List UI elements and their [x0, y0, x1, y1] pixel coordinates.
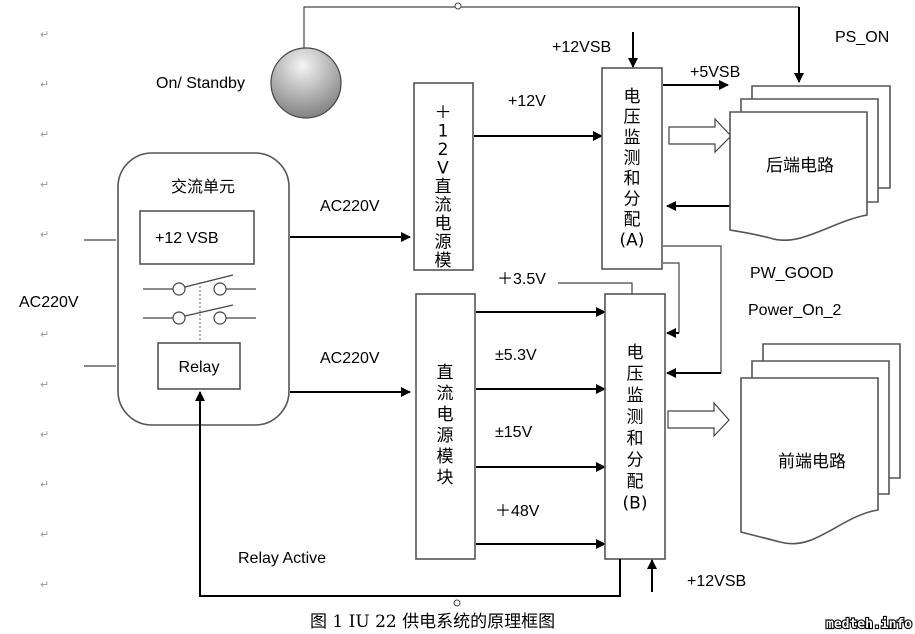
frontend-label: 前端电路 [778, 452, 846, 472]
relay-active-arrow [195, 391, 621, 597]
vsb-top-label: +12VSB [552, 39, 611, 56]
vertical-label-char: 和 [627, 429, 644, 449]
v5-3-label: ±5.3V [495, 347, 537, 364]
pw-good-line [663, 262, 680, 333]
vertical-label-char: 电 [627, 343, 644, 363]
vertical-label-char: 源 [435, 233, 452, 253]
on-standby-label: On/ Standby [156, 75, 245, 92]
vertical-label-char: 测 [624, 149, 641, 169]
psu-dc-module [415, 293, 476, 560]
vertical-label-char: 压 [624, 108, 641, 128]
vertical-label-char: 监 [624, 128, 641, 148]
ac-unit: 交流单元 +12 VSB Relay [117, 152, 290, 426]
v15-label: ±15V [495, 424, 533, 441]
paragraph-mark: ↵ [40, 478, 49, 491]
backend-label: 后端电路 [766, 156, 834, 176]
vertical-label-char: 直 [435, 177, 452, 197]
paragraph-mark: ↵ [40, 178, 49, 191]
vertical-label-char: 测 [627, 408, 644, 428]
on-standby-button[interactable] [270, 47, 342, 119]
bus-arrow-b-icon [667, 401, 730, 438]
v48-label: ＋48V [495, 503, 540, 520]
ps-on-line [303, 6, 799, 48]
vertical-label-char: 和 [624, 169, 641, 189]
v3-5-label: ＋3.5V [497, 271, 546, 288]
relay-label: Relay [179, 359, 220, 376]
psu-12v-module [413, 82, 474, 271]
vertical-label-char: 电 [435, 214, 452, 234]
vertical-label-char: 块 [437, 468, 454, 488]
paragraph-mark: ↵ [40, 428, 49, 441]
vertical-label-char: 分 [624, 190, 641, 210]
ac-unit-title: 交流单元 [171, 177, 235, 196]
vertical-label-char: 电 [624, 87, 641, 107]
vertical-label-char: (A) [620, 231, 645, 251]
vertical-label-char: 流 [437, 384, 454, 404]
vertical-label-char: V [437, 159, 449, 179]
figure-caption: 图 1 IU 22 供电系统的原理框图 [310, 612, 555, 632]
v3-5-line [558, 282, 633, 295]
vertical-label-char: 1 [438, 122, 449, 142]
vertical-label-char: 监 [627, 386, 644, 406]
power-on-2-label: Power_On_2 [748, 302, 841, 319]
paragraph-mark: ↵ [40, 378, 49, 391]
paragraph-mark: ↵ [40, 528, 49, 541]
vertical-label-char: 压 [627, 365, 644, 385]
voltage-monitor-b [604, 293, 666, 560]
vertical-label-char: 分 [627, 451, 644, 471]
paragraph-mark: ↵ [40, 328, 49, 341]
vertical-label-char: (B) [623, 494, 648, 514]
relay-active-label: Relay Active [238, 550, 326, 567]
backend-circuit: 后端电路 [729, 85, 891, 242]
relay-switch-icon [143, 274, 256, 342]
paragraph-mark: ↵ [40, 228, 49, 241]
frontend-circuit: 前端电路 [740, 343, 901, 545]
pw-good-label: PW_GOOD [750, 265, 834, 282]
v5sb-label: +5VSB [690, 64, 740, 81]
vertical-label-char: 直 [437, 363, 454, 383]
v12-label: +12V [508, 93, 546, 110]
vertical-label-char: 模 [435, 251, 452, 271]
paragraph-mark: ↵ [40, 128, 49, 141]
vertical-label-char: ＋ [435, 103, 452, 123]
ps-on-label: PS_ON [835, 29, 889, 46]
vsb-12-box [139, 210, 255, 265]
paragraph-mark: ↵ [40, 78, 49, 91]
ac-to-12v-label: AC220V [320, 198, 380, 215]
ac-input-label: AC220V [19, 294, 79, 311]
vertical-label-char: 电 [437, 405, 454, 425]
connector-node [454, 2, 462, 10]
vertical-label-char: 源 [437, 426, 454, 446]
vertical-label-char: 配 [627, 472, 644, 492]
paragraph-marks: ↵ ↵ ↵ ↵ ↵ ↵ ↵ ↵ ↵ ↵ ↵ [40, 28, 49, 591]
watermark: medteh.info [826, 617, 912, 632]
vsb-12-label: +12 VSB [155, 230, 219, 247]
ac-to-dc-label: AC220V [320, 350, 380, 367]
bus-arrow-a-icon [668, 117, 732, 154]
vertical-label-char: 模 [437, 447, 454, 467]
paragraph-mark: ↵ [40, 28, 49, 41]
vertical-label-char: 2 [438, 140, 449, 160]
relay-box [157, 342, 241, 390]
power-on-2-line [663, 245, 722, 373]
vertical-label-char: 流 [435, 196, 452, 216]
voltage-monitor-a [601, 67, 663, 270]
vsb-bottom-label: +12VSB [687, 573, 746, 590]
vertical-label-char: 配 [624, 210, 641, 230]
paragraph-mark: ↵ [40, 578, 49, 591]
connector-node [453, 599, 461, 607]
